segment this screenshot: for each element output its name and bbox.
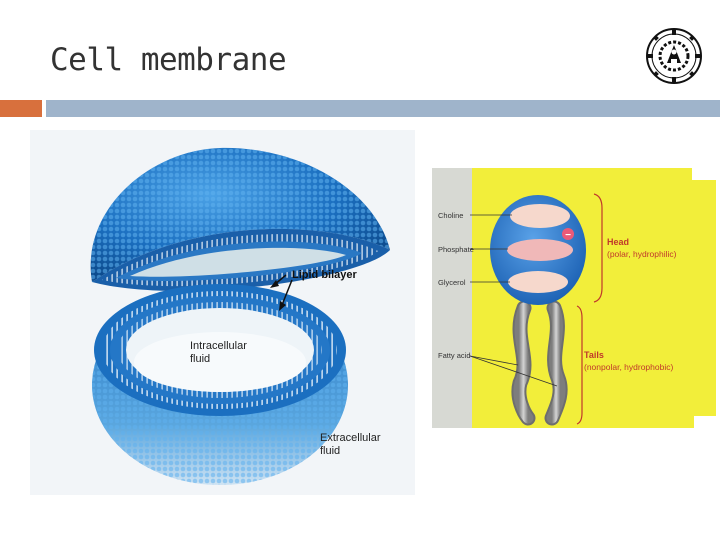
label-fatty-acid: Fatty acid bbox=[438, 351, 471, 360]
cell-membrane-figure: Lipid bilayer Intracellular fluid Extrac… bbox=[30, 130, 415, 495]
charge-symbol: − bbox=[565, 230, 571, 241]
label-tails-desc: (nonpolar, hydrophobic) bbox=[584, 362, 673, 372]
label-head-desc: (polar, hydrophilic) bbox=[607, 249, 677, 259]
accent-bar-orange bbox=[0, 100, 42, 117]
label-extracellular: Extracellular bbox=[320, 432, 381, 444]
label-head: Head bbox=[607, 237, 629, 247]
accent-bar-blue bbox=[46, 100, 720, 117]
label-extracellular-fluid: fluid bbox=[320, 445, 340, 457]
label-tails: Tails bbox=[584, 350, 604, 360]
slide-title: Cell membrane bbox=[50, 42, 287, 78]
label-choline: Choline bbox=[438, 211, 463, 220]
phospholipid-figure: − Choline Phosphate Glycerol Fatty acid … bbox=[432, 168, 716, 428]
label-glycerol: Glycerol bbox=[438, 278, 466, 287]
label-intracellular-fluid: fluid bbox=[190, 353, 210, 365]
label-phosphate: Phosphate bbox=[438, 245, 474, 254]
institute-seal-icon bbox=[645, 27, 703, 85]
label-intracellular: Intracellular bbox=[190, 340, 247, 352]
label-lipid-bilayer: Lipid bilayer bbox=[292, 269, 358, 281]
